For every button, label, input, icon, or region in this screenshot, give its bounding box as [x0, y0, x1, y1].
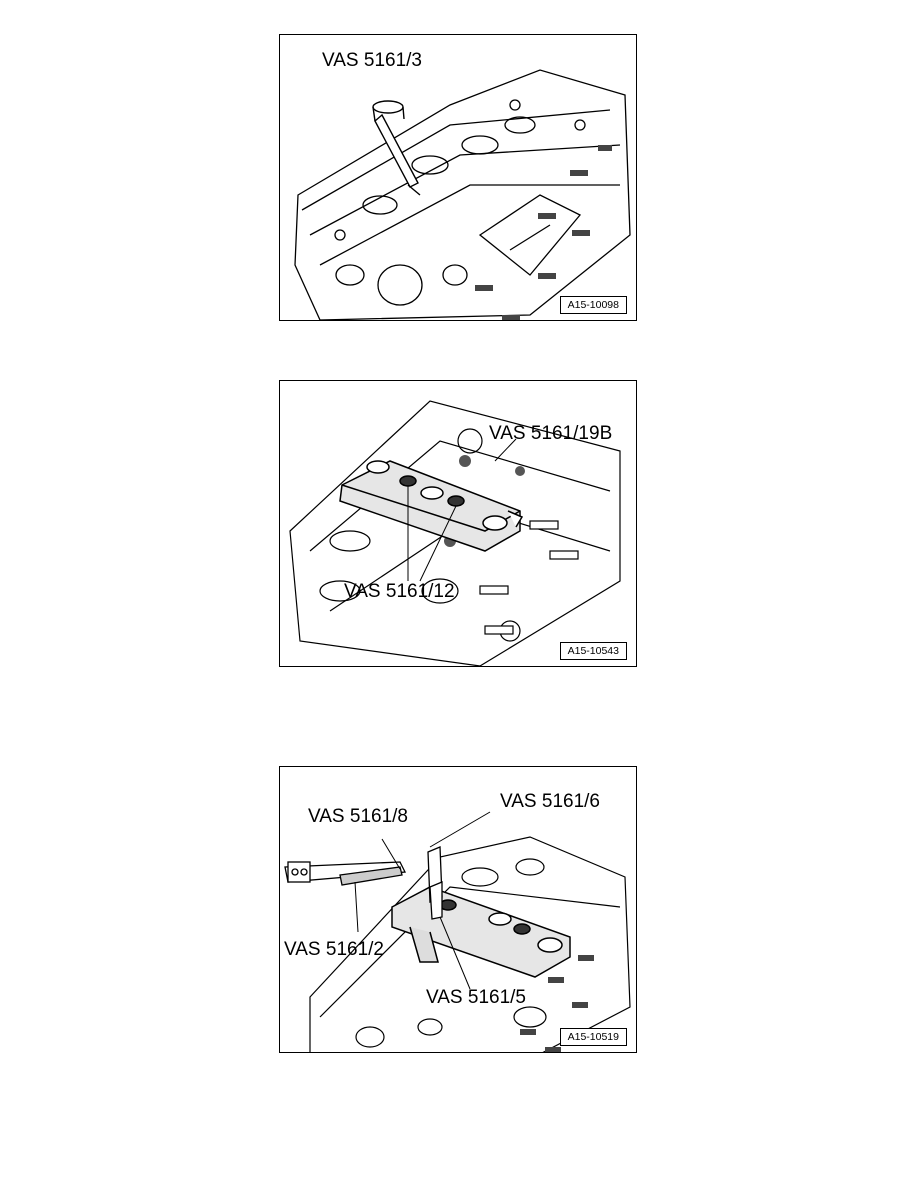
callout-label: VAS 5161/6: [500, 791, 601, 812]
callout-label: VAS 5161/2: [284, 939, 385, 960]
callout-label: VAS 5161/12: [344, 581, 455, 602]
figure-id-label: A15-10543: [559, 642, 627, 660]
cylinder-head-illustration: [294, 69, 631, 320]
figure-3: VAS 5161/6 VAS 5161/8 VAS 5161/2 VAS 516…: [279, 766, 637, 1053]
cylinder-head-illustration: [284, 811, 631, 1052]
figure-id-label: A15-10519: [559, 1028, 627, 1046]
callout-label: VAS 5161/3: [322, 50, 423, 71]
callout-label: VAS 5161/5: [426, 987, 527, 1008]
figure-2: VAS 5161/19B VAS 5161/12 A15-10543: [279, 380, 637, 667]
callout-label: VAS 5161/19B: [489, 423, 613, 444]
callout-label: VAS 5161/8: [308, 806, 409, 827]
figure-1: VAS 5161/3 A15-10098: [279, 34, 637, 321]
figure-id-label: A15-10098: [559, 296, 627, 314]
cylinder-head-illustration: [289, 400, 621, 666]
